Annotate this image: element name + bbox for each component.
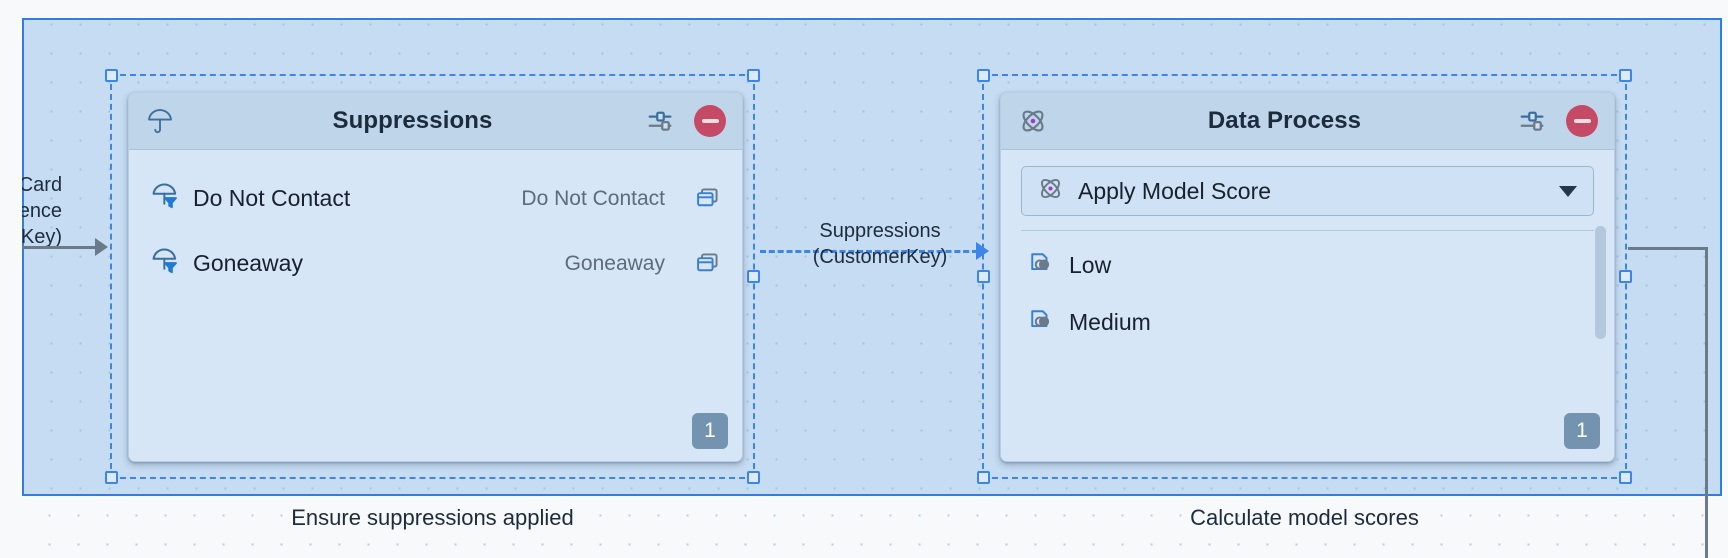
suppressions-card[interactable]: Suppressions (128, 92, 743, 462)
resize-handle-bottom-left[interactable] (105, 471, 118, 484)
model-output-label: Medium (1069, 309, 1151, 335)
source-connector-line (0, 246, 102, 249)
connector-label: Suppressions (CustomerKey) (800, 219, 960, 270)
data-process-card-header: Data Process (1001, 93, 1614, 150)
output-toggle-icon (1027, 306, 1055, 339)
process-type-selected-value: Apply Model Score (1078, 177, 1272, 204)
suppression-row-value: Do Not Contact (521, 186, 665, 210)
connector-handle-right[interactable] (747, 269, 760, 283)
group-caption-suppressions: Ensure suppressions applied (291, 505, 574, 530)
remove-circle-icon[interactable] (1566, 105, 1598, 137)
copy-icon[interactable] (693, 184, 722, 213)
resize-handle-top-left[interactable] (977, 69, 990, 82)
model-output-label: Low (1069, 252, 1112, 278)
atom-icon (1017, 105, 1051, 137)
scrollbar-thumb[interactable] (1595, 226, 1606, 339)
output-connector-line-h (1628, 247, 1708, 250)
resize-handle-top-left[interactable] (105, 69, 118, 82)
connector-label-line-2: (CustomerKey) (812, 245, 948, 268)
data-process-card[interactable]: Data Process (1000, 92, 1615, 462)
process-type-dropdown[interactable]: Apply Model Score (1021, 166, 1594, 216)
umbrella-filter-icon (149, 180, 181, 217)
scrollbar-track[interactable] (1595, 226, 1606, 339)
source-connector-arrow (95, 238, 108, 256)
output-toggle-icon (1027, 249, 1055, 282)
model-output-row[interactable]: Low (1021, 237, 1594, 294)
resize-handle-bottom-left[interactable] (977, 471, 990, 484)
group-caption-data-process: Calculate model scores (1190, 505, 1419, 530)
output-connector-line-v (1705, 247, 1708, 558)
connector-handle-right[interactable] (1619, 269, 1632, 283)
resize-handle-top-right[interactable] (1619, 69, 1632, 82)
data-process-selection-frame[interactable] (977, 69, 1632, 484)
canvas-left-margin (0, 0, 22, 558)
data-process-card-body: Apply Model Score Low (1001, 150, 1614, 351)
divider (1021, 230, 1594, 231)
atom-icon (1036, 174, 1065, 208)
chevron-down-icon[interactable] (1559, 185, 1577, 197)
resize-handle-bottom-right[interactable] (747, 471, 760, 484)
suppressions-card-body: Do Not Contact Do Not Contact (129, 150, 742, 296)
data-process-card-title: Data Process (1207, 107, 1362, 134)
suppressions-card-title: Suppressions (332, 107, 493, 134)
connector-handle-left[interactable] (977, 269, 990, 283)
suppression-row-value: Goneaway (564, 251, 665, 275)
connector-line[interactable] (760, 250, 978, 253)
copy-icon[interactable] (693, 249, 722, 278)
sliders-icon[interactable] (646, 106, 676, 136)
suppression-row[interactable]: Goneaway Goneaway (149, 231, 722, 296)
suppression-row-name: Do Not Contact (193, 185, 351, 211)
suppressions-card-header: Suppressions (129, 93, 742, 150)
status-badge: 1 (1564, 413, 1600, 449)
resize-handle-top-right[interactable] (747, 69, 760, 82)
connector-label-line-1: Suppressions (819, 220, 941, 242)
umbrella-icon (145, 106, 179, 136)
sliders-icon[interactable] (1518, 106, 1548, 136)
model-output-row[interactable]: Medium (1021, 294, 1594, 351)
suppression-row-name: Goneaway (193, 250, 303, 276)
umbrella-filter-icon (149, 245, 181, 282)
status-badge: 1 (692, 413, 728, 449)
resize-handle-bottom-right[interactable] (1619, 471, 1632, 484)
remove-circle-icon[interactable] (694, 105, 726, 137)
suppression-row[interactable]: Do Not Contact Do Not Contact (149, 166, 722, 231)
suppressions-selection-frame[interactable] (105, 69, 760, 484)
